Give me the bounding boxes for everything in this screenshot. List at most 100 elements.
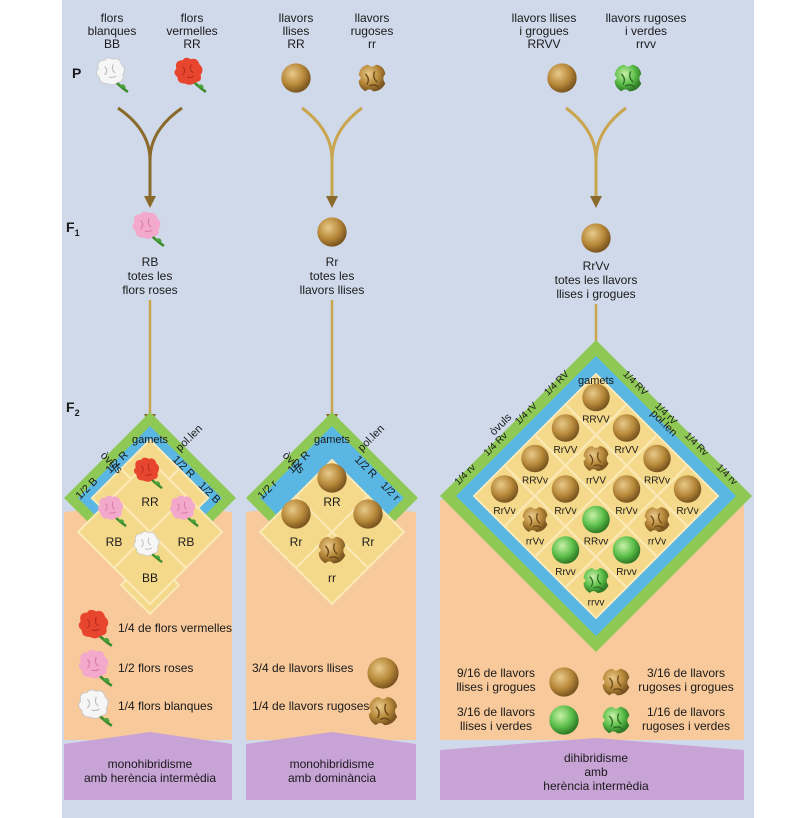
punnett-genotype-label: rrVV xyxy=(586,476,606,487)
col1-result: 1/4 de flors vermelles xyxy=(118,621,232,635)
f1-dihybrid-seed-icon xyxy=(581,223,611,253)
punnett-genotype-label: RRvv xyxy=(584,537,608,548)
col1-parent-b-label: flors vermelles RR xyxy=(166,11,217,51)
col2-cell: Rr xyxy=(362,535,375,549)
punnett-genotype-label: RrVv xyxy=(554,506,576,517)
punnett-genotype-label: Rrvv xyxy=(555,567,576,578)
wrinkled-green-seed-icon xyxy=(614,63,642,93)
col1-cell: RB xyxy=(178,535,195,549)
svg-text:i verdes: i verdes xyxy=(625,24,667,38)
punnett-seed-icon xyxy=(582,505,610,534)
cross-arrow-col1 xyxy=(117,106,183,198)
svg-text:llavors: llavors xyxy=(279,11,314,25)
generation-f2-label: F2 xyxy=(66,399,80,418)
col3-result-1-16: 1/16 de llavors rugoses i verdes xyxy=(642,705,730,733)
punnett-seed-icon xyxy=(490,475,519,503)
punnett-seed-icon xyxy=(551,475,580,503)
punnett-seed-icon xyxy=(612,414,641,442)
svg-text:3/16 de llavors: 3/16 de llavors xyxy=(457,705,535,719)
punnett-genotype-label: Rrvv xyxy=(616,567,637,578)
generation-p-label: P xyxy=(72,65,81,81)
svg-text:totes les llavors: totes les llavors xyxy=(555,273,638,287)
punnett-genotype-label: RrVv xyxy=(676,506,698,517)
punnett-genotype-label: RrVV xyxy=(554,445,578,456)
col2-cell: Rr xyxy=(290,535,303,549)
svg-text:llavors rugoses: llavors rugoses xyxy=(606,11,687,25)
svg-text:1/16 de llavors: 1/16 de llavors xyxy=(647,705,725,719)
col1-gametes-label: gamets xyxy=(132,434,169,446)
col1-cell: BB xyxy=(142,571,158,585)
punnett-genotype-label: RrVv xyxy=(493,506,515,517)
cell-smooth-seed-icon xyxy=(281,499,311,529)
punnett-seed-icon xyxy=(643,444,671,473)
col3-gametes-label: gamets xyxy=(578,375,615,387)
col3-footer-banner xyxy=(440,738,744,800)
svg-text:RRVV: RRVV xyxy=(527,37,560,51)
svg-text:blanques: blanques xyxy=(88,24,137,38)
svg-text:vermelles: vermelles xyxy=(166,24,217,38)
svg-text:llavors llises: llavors llises xyxy=(512,11,577,25)
result-smooth-yellow-seed-icon xyxy=(549,667,579,697)
punnett-seed-icon xyxy=(551,414,580,442)
svg-text:rugoses i verdes: rugoses i verdes xyxy=(642,719,730,733)
col2-cell: rr xyxy=(328,571,336,585)
col2-cell: RR xyxy=(323,495,341,509)
svg-text:3/16 de llavors: 3/16 de llavors xyxy=(647,666,725,680)
svg-text:llises: llises xyxy=(283,24,310,38)
col1-footer-banner xyxy=(64,732,232,800)
svg-text:9/16 de llavors: 9/16 de llavors xyxy=(457,666,535,680)
col1-cell: RB xyxy=(106,535,123,549)
col3-parent-a-label: llavors llises i grogues RRVV xyxy=(512,11,577,51)
punnett-seed-icon xyxy=(582,445,610,472)
svg-text:Rr: Rr xyxy=(326,255,339,269)
punnett-genotype-label: RrVV xyxy=(615,445,639,456)
smooth-seed-icon xyxy=(281,63,311,93)
f1-smooth-seed-icon xyxy=(317,217,347,247)
col2-parent-b-label: llavors rugoses rr xyxy=(351,11,394,51)
svg-text:llises i verdes: llises i verdes xyxy=(460,719,532,733)
col2-footer-line: amb dominància xyxy=(288,771,376,785)
result-wrinkled-seed-icon xyxy=(368,696,398,726)
col2-footer-banner xyxy=(246,732,416,800)
svg-text:llavors llises: llavors llises xyxy=(300,283,365,297)
punnett-seed-icon xyxy=(612,475,641,503)
result-wrinkled-yellow-seed-icon xyxy=(602,668,630,696)
generation-f1-label: F1 xyxy=(66,219,80,238)
col2-result: 3/4 de llavors llises xyxy=(252,661,353,675)
svg-text:BB: BB xyxy=(104,37,120,51)
svg-text:rrvv: rrvv xyxy=(636,37,656,51)
punnett-seed-icon xyxy=(551,536,580,564)
punnett-seed-icon xyxy=(612,536,641,564)
svg-text:llises i grogues: llises i grogues xyxy=(556,287,635,301)
svg-text:llavors: llavors xyxy=(355,11,390,25)
svg-text:RR: RR xyxy=(287,37,305,51)
punnett-genotype-label: rrVv xyxy=(648,537,666,548)
col2-gametes-label: gamets xyxy=(314,434,351,446)
col2-footer-line: monohibridisme xyxy=(290,757,375,771)
svg-text:totes les: totes les xyxy=(310,269,355,283)
col1-cell: RR xyxy=(141,495,159,509)
col2-result: 1/4 de llavors rugoses xyxy=(252,699,369,713)
punnett-genotype-label: rrvv xyxy=(588,598,605,609)
col3-parent-b-label: llavors rugoses i verdes rrvv xyxy=(606,11,687,51)
col2-parent-a-label: llavors llises RR xyxy=(279,11,314,51)
punnett-genotype-label: RRVv xyxy=(644,476,670,487)
punnett-seed-icon xyxy=(673,475,702,503)
punnett-seed-icon xyxy=(521,444,549,473)
svg-text:rugoses i grogues: rugoses i grogues xyxy=(638,680,733,694)
col3-result-3-16-green: 3/16 de llavors llises i verdes xyxy=(457,705,535,733)
wrinkled-seed-icon xyxy=(357,63,387,93)
punnett-seed-icon xyxy=(643,506,671,533)
svg-text:totes les: totes les xyxy=(128,269,173,283)
cell-smooth-seed-icon xyxy=(353,499,383,529)
cross-arrow-col2 xyxy=(301,106,363,198)
col1-result: 1/2 flors roses xyxy=(118,661,193,675)
col3-result-9-16: 9/16 de llavors llises i grogues xyxy=(456,666,535,694)
col2-punnett-square xyxy=(246,412,418,606)
svg-text:rr: rr xyxy=(368,37,376,51)
punnett-genotype-label: RrVv xyxy=(615,506,637,517)
svg-text:flors: flors xyxy=(101,11,124,25)
svg-text:flors roses: flors roses xyxy=(122,283,177,297)
col3-footer-line: amb xyxy=(584,765,608,779)
